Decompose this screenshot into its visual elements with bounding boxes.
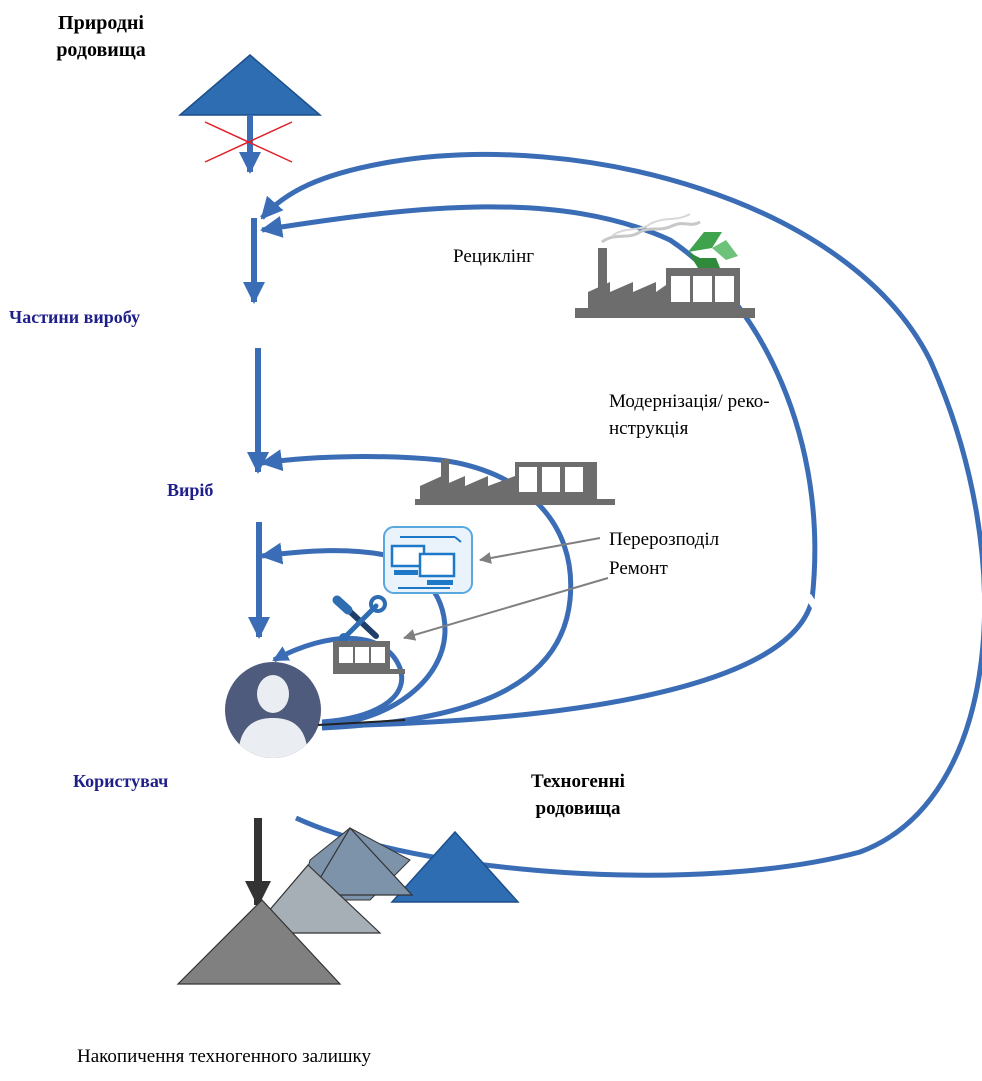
recycle-icon: [688, 232, 738, 268]
user-label: Користувач: [73, 771, 169, 791]
recycling-loop: [260, 204, 818, 729]
natural-deposits-label: Природні родовища: [26, 10, 176, 64]
modernization-line-2: нструкція: [609, 418, 689, 439]
waste-pile-front: [176, 899, 342, 985]
repair-label: Ремонт: [609, 558, 668, 579]
repair-factory-icon: [333, 641, 405, 674]
natural-deposit-triangle: [177, 54, 323, 116]
accumulation-label: Накопичення техногенного залишку: [77, 1046, 371, 1067]
natural-deposits-line-1: Природні: [58, 12, 144, 34]
technogenic-deposits-line-1: Техногенні: [531, 771, 625, 792]
outer-recycling-loop: [260, 151, 982, 878]
repair-loop: [272, 635, 405, 725]
product-parts-label: Частини виробу: [9, 307, 141, 327]
pointer-repair: [403, 577, 609, 641]
user-avatar-icon: [225, 662, 321, 758]
modernization-label: Модернізація/ реко- нструкція: [609, 388, 770, 442]
recycling-factory-icon: [575, 213, 755, 318]
pointer-redistribution: [479, 537, 601, 564]
modernization-line-1: Модернізація/ реко-: [609, 391, 770, 412]
modernization-factory-icon: [415, 459, 615, 505]
network-computers-icon: [383, 526, 473, 594]
recycling-loop-gap: [805, 594, 819, 610]
technogenic-deposit-triangle: [390, 830, 520, 903]
user-avatar-underline: [317, 719, 406, 726]
product-label: Виріб: [167, 480, 214, 500]
redistribution-label: Перерозподіл: [609, 529, 720, 550]
waste-pile-middle: [248, 864, 382, 934]
recycling-label: Рециклінг: [453, 246, 535, 267]
natural-deposits-line-2: родовища: [56, 39, 146, 61]
technogenic-deposits-label: Техногенні родовища: [498, 768, 658, 822]
waste-pile-back-shape: [308, 827, 414, 896]
technogenic-deposits-line-2: родовища: [535, 798, 621, 819]
modernization-loop: [260, 449, 574, 731]
wrench-screwdriver-icon: [332, 595, 387, 643]
blocked-cross-icon: [204, 121, 293, 163]
